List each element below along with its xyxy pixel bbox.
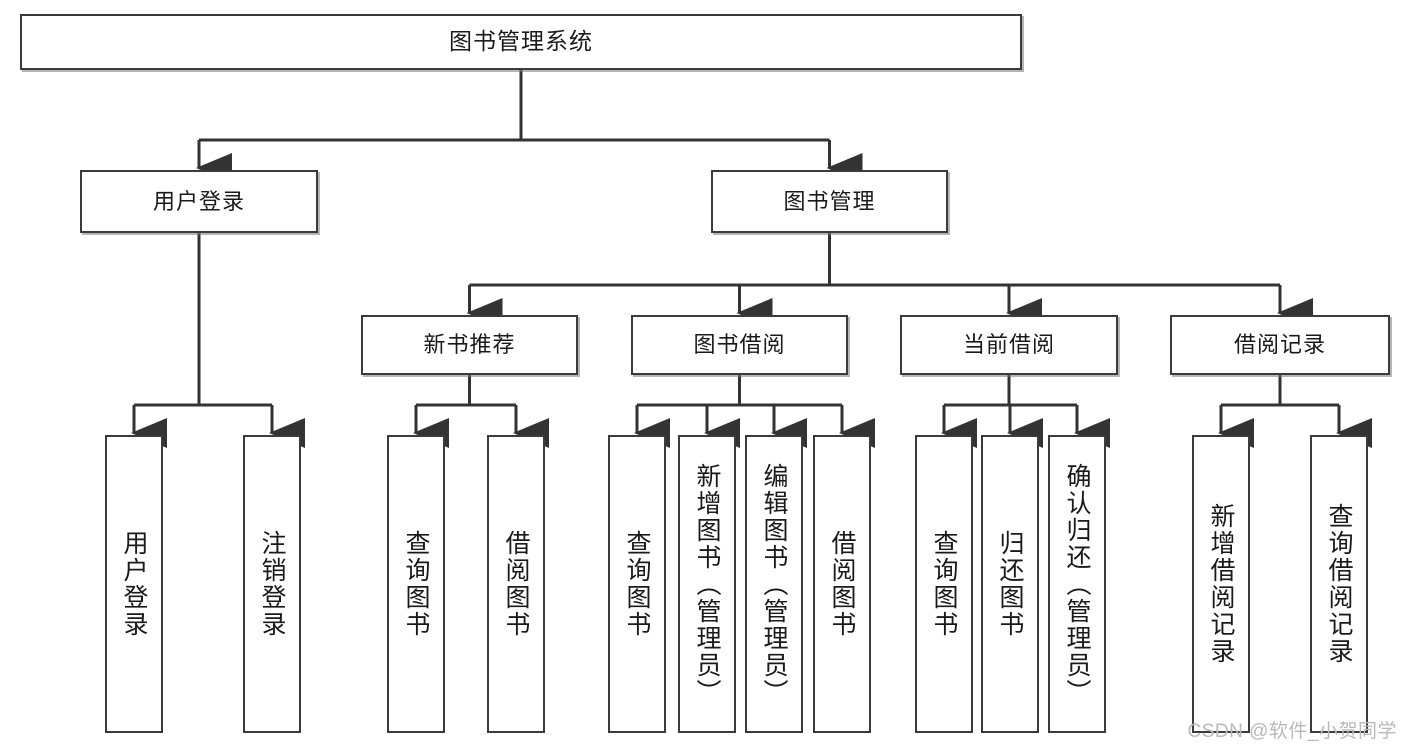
node-book-manage-label: 图书管理 [783, 188, 876, 214]
node-leaf-return-book-label: 归还图书 [996, 530, 1024, 638]
node-leaf-query-book-cur-label: 查询图书 [930, 530, 958, 638]
node-leaf-query-book-label: 查询图书 [623, 530, 651, 638]
node-leaf-borrow-book-rec-label: 借阅图书 [502, 530, 530, 638]
node-leaf-query-book[interactable]: 查询图书 [608, 435, 666, 733]
node-root[interactable]: 图书管理系统 [20, 14, 1022, 70]
node-current-borrow[interactable]: 当前借阅 [900, 315, 1118, 375]
node-leaf-query-book-rec[interactable]: 查询图书 [387, 435, 445, 733]
node-leaf-add-record-label: 新增借阅记录 [1207, 503, 1235, 665]
node-leaf-confirm-return-admin-label: 确认归还（管理员） [1063, 462, 1091, 706]
node-leaf-logout-label: 注销登录 [258, 530, 286, 638]
node-leaf-borrow-book-label: 借阅图书 [828, 530, 856, 638]
node-leaf-query-book-rec-label: 查询图书 [402, 530, 430, 638]
node-book-borrow[interactable]: 图书借阅 [631, 315, 848, 375]
node-leaf-add-record[interactable]: 新增借阅记录 [1192, 435, 1250, 733]
node-leaf-user-login-label: 用户登录 [120, 530, 148, 638]
node-leaf-add-book-admin[interactable]: 新增图书（管理员） [678, 435, 736, 733]
node-book-borrow-label: 图书借阅 [693, 332, 786, 358]
node-current-borrow-label: 当前借阅 [962, 332, 1055, 358]
node-borrow-record-label: 借阅记录 [1233, 332, 1326, 358]
node-root-label: 图书管理系统 [449, 28, 593, 55]
node-new-book-recommend-label: 新书推荐 [423, 332, 516, 358]
node-leaf-query-record-label: 查询借阅记录 [1325, 503, 1353, 665]
node-new-book-recommend[interactable]: 新书推荐 [361, 315, 578, 375]
node-leaf-logout[interactable]: 注销登录 [243, 435, 301, 733]
node-leaf-borrow-book[interactable]: 借阅图书 [813, 435, 871, 733]
node-leaf-return-book[interactable]: 归还图书 [981, 435, 1039, 733]
node-leaf-query-record[interactable]: 查询借阅记录 [1310, 435, 1368, 733]
node-leaf-edit-book-admin-label: 编辑图书（管理员） [760, 462, 788, 706]
node-leaf-borrow-book-rec[interactable]: 借阅图书 [487, 435, 545, 733]
node-borrow-record[interactable]: 借阅记录 [1170, 315, 1390, 375]
node-leaf-user-login[interactable]: 用户登录 [105, 435, 163, 733]
node-leaf-edit-book-admin[interactable]: 编辑图书（管理员） [745, 435, 803, 733]
node-user-login[interactable]: 用户登录 [80, 170, 318, 233]
node-user-login-label: 用户登录 [152, 188, 245, 214]
node-leaf-add-book-admin-label: 新增图书（管理员） [693, 462, 721, 706]
node-leaf-confirm-return-admin[interactable]: 确认归还（管理员） [1048, 435, 1106, 733]
node-leaf-query-book-cur[interactable]: 查询图书 [915, 435, 973, 733]
node-book-manage[interactable]: 图书管理 [711, 170, 948, 233]
